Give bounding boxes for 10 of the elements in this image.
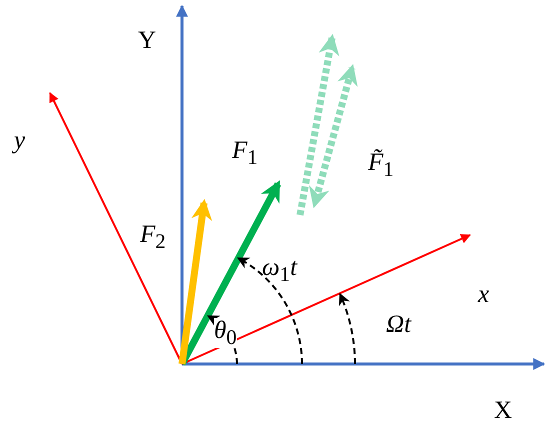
- axis-label: Y: [138, 28, 156, 53]
- vector-label: F$_{1}$: [232, 138, 258, 168]
- vector-label: F̃$_{1}$: [368, 150, 394, 180]
- angle-label: Ωt: [386, 312, 412, 337]
- angle-label: ω$_{1}$t: [262, 255, 298, 285]
- axis-label: y: [14, 128, 26, 153]
- axis-label: X: [494, 398, 512, 423]
- axis-label: x: [478, 282, 490, 307]
- vector-label: F$_{2}$: [140, 222, 166, 252]
- angle-label: θ$_{0}$: [214, 318, 237, 348]
